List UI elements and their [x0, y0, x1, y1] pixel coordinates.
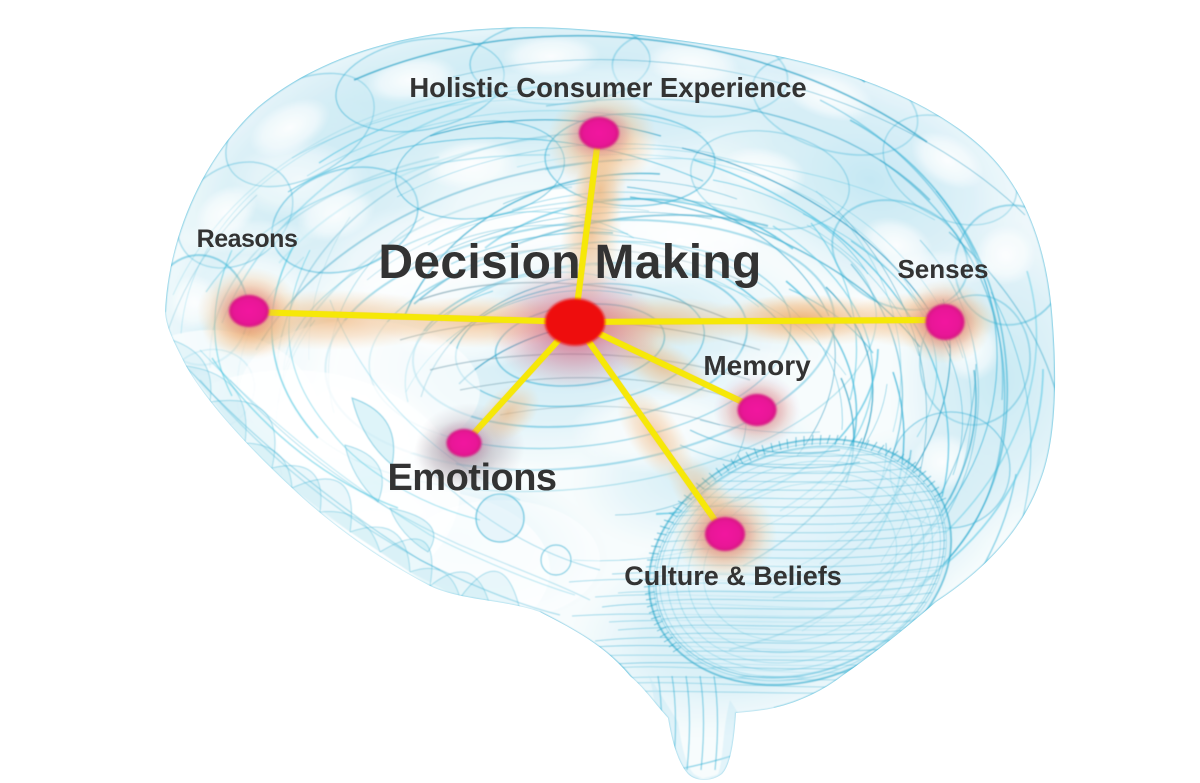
svg-text:Senses: Senses: [897, 254, 988, 284]
svg-text:Holistic Consumer Experience: Holistic Consumer Experience: [409, 72, 806, 103]
svg-text:Reasons: Reasons: [197, 225, 298, 253]
svg-text:Decision Making: Decision Making: [378, 236, 761, 289]
svg-text:Culture & Beliefs: Culture & Beliefs: [624, 561, 842, 591]
svg-text:Memory: Memory: [703, 350, 811, 381]
svg-text:Emotions: Emotions: [387, 457, 556, 499]
